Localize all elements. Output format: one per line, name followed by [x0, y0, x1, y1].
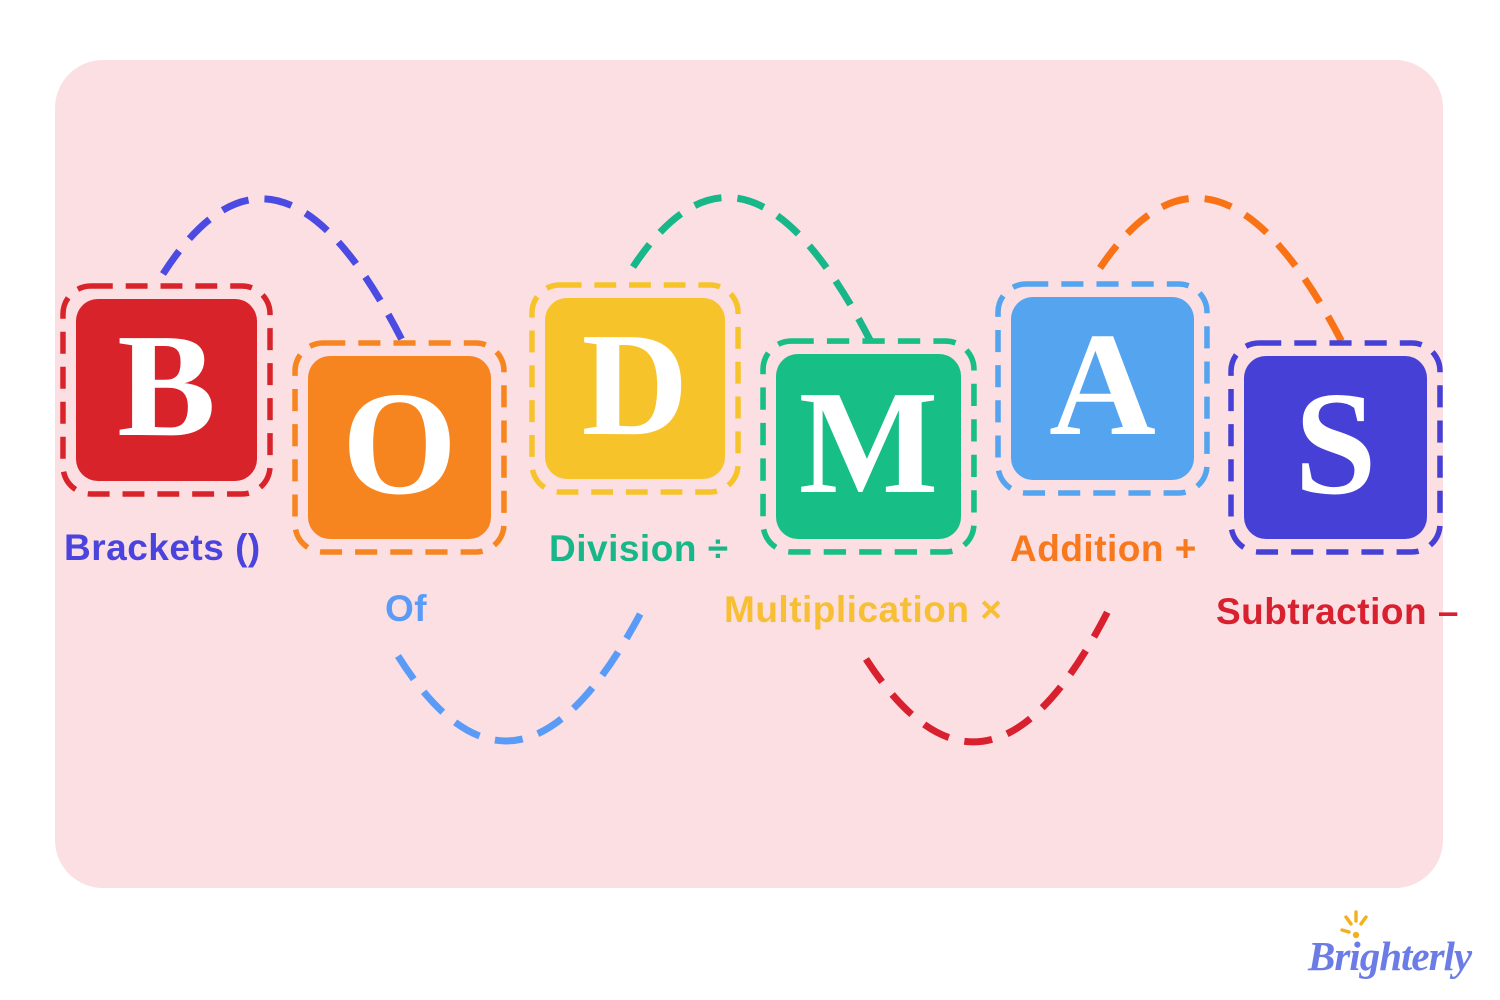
tile-o-dashed-border — [292, 340, 507, 555]
tile-b-letter: B — [117, 304, 216, 468]
tile-d-dashed-border — [529, 282, 741, 495]
label-subtraction: Subtraction – — [1216, 591, 1459, 632]
tile-a-letter: A — [1049, 302, 1156, 467]
label-brackets: Brackets () — [64, 527, 261, 568]
arc-o-to-d — [395, 599, 651, 745]
label-division: Division ÷ — [549, 528, 729, 569]
label-multiplication: Multiplication × — [724, 589, 1003, 630]
tile-m-square: M — [776, 354, 961, 539]
tile-a-dashed-border — [995, 281, 1210, 496]
arc-a-to-s — [1097, 194, 1346, 344]
tile-m-dashed-border — [760, 338, 977, 555]
label-addition: Addition + — [1010, 528, 1197, 569]
tile-d: D — [529, 282, 741, 495]
tile-b-dashed-border — [60, 283, 273, 497]
brand-logo-text: Brighterly — [1308, 933, 1472, 979]
tile-b-square: B — [76, 299, 257, 481]
tile-a-square: A — [1011, 297, 1194, 480]
tile-s: S — [1228, 340, 1443, 555]
tile-m: M — [760, 338, 977, 555]
label-of: Of — [385, 588, 428, 629]
arc-d-to-m — [630, 194, 874, 342]
tile-d-square: D — [545, 298, 725, 479]
tile-d-letter: D — [581, 302, 689, 467]
tile-m-letter: M — [798, 360, 939, 525]
tile-s-dashed-border — [1228, 340, 1443, 555]
arc-b-to-o — [160, 195, 407, 344]
tile-s-square: S — [1244, 356, 1427, 539]
arc-m-to-a — [863, 599, 1117, 746]
tile-b: B — [60, 283, 273, 497]
tile-a: A — [995, 281, 1210, 496]
tile-s-letter: S — [1294, 361, 1377, 526]
tile-o-square: O — [308, 356, 491, 539]
sun-icon — [1340, 910, 1368, 939]
tile-o: O — [292, 340, 507, 555]
brand-logo: Brighterly — [1308, 908, 1488, 992]
tile-o-letter: O — [341, 361, 458, 526]
